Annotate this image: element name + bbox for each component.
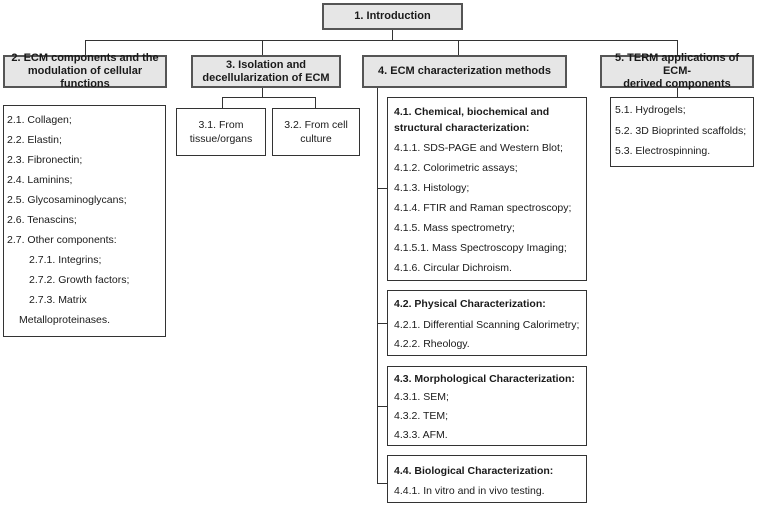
list-item: 5.1. Hydrogels; <box>615 104 686 116</box>
section3-header: 3. Isolation and decellularization of EC… <box>191 55 341 88</box>
connector-s4-g1 <box>377 188 387 189</box>
connector-s3-horizontal <box>222 97 315 98</box>
connector-top-horizontal <box>85 40 677 41</box>
list-item: 2.7.1. Integrins; <box>29 254 102 266</box>
section4-group2-box: 4.2. Physical Characterization: 4.2.1. D… <box>387 290 587 356</box>
list-item: 5.2. 3D Bioprinted scaffolds; <box>615 125 747 137</box>
list-item: 4.4.1. In vitro and in vivo testing. <box>394 485 545 497</box>
connector-s5-down <box>677 87 678 97</box>
connector-s3-child2 <box>315 97 316 108</box>
connector-to-section3 <box>262 40 263 55</box>
connector-s4-g2 <box>377 323 387 324</box>
list-item: Metalloproteinases. <box>19 314 111 326</box>
connector-to-section2 <box>85 40 86 55</box>
section5-title-line2: derived components <box>623 78 731 90</box>
connector-s4-g3 <box>377 406 387 407</box>
list-item: 4.1.2. Colorimetric assays; <box>394 162 518 174</box>
section3-child-cell-culture: 3.2. From cell culture <box>272 108 360 156</box>
list-item: 2.7.3. Matrix <box>29 294 87 306</box>
list-item: 4.3.1. SEM; <box>394 391 449 403</box>
list-item: 4.1.5.1. Mass Spectroscopy Imaging; <box>394 242 567 254</box>
list-item: 2.1. Collagen; <box>7 114 72 126</box>
group4-title: 4.4. Biological Characterization: <box>394 465 554 477</box>
list-item: 4.2.1. Differential Scanning Calorimetry… <box>394 319 580 331</box>
section5-list-box: 5.1. Hydrogels; 5.2. 3D Bioprinted scaff… <box>610 97 754 167</box>
connector-to-section5 <box>677 40 678 55</box>
section4-header: 4. ECM characterization methods <box>362 55 567 88</box>
section5-title-line1: 5. TERM applications of ECM- <box>614 52 740 77</box>
connector-s4-spine <box>377 87 378 483</box>
connector-root-down <box>392 29 393 41</box>
list-item: 4.1.1. SDS-PAGE and Western Blot; <box>394 142 563 154</box>
root-node-introduction: 1. Introduction <box>322 3 463 30</box>
list-item: 4.1.3. Histology; <box>394 182 470 194</box>
group1-title-line1: 4.1. Chemical, biochemical and <box>394 106 550 118</box>
section4-group1-box: 4.1. Chemical, biochemical and structura… <box>387 97 587 281</box>
section3-child2-line1: 3.2. From cell <box>284 119 348 131</box>
list-item: 4.3.2. TEM; <box>394 410 449 422</box>
section3-child1-line2: tissue/organs <box>189 133 253 145</box>
section3-child-tissue: 3.1. From tissue/organs <box>176 108 266 156</box>
list-item: 4.1.6. Circular Dichroism. <box>394 262 512 274</box>
group1-title-line2: structural characterization: <box>394 122 530 134</box>
list-item: 5.3. Electrospinning. <box>615 145 711 157</box>
connector-s3-child1 <box>222 97 223 108</box>
connector-s4-g4 <box>377 483 387 484</box>
section2-title-line2: modulation of cellular functions <box>27 65 143 90</box>
root-label: 1. Introduction <box>354 10 431 22</box>
list-item: 2.4. Laminins; <box>7 174 73 186</box>
section2-header: 2. ECM components and the modulation of … <box>3 52 167 90</box>
section3-title-line1: 3. Isolation and <box>225 58 307 71</box>
list-item: 4.3.3. AFM. <box>394 429 448 441</box>
section3-child2-line2: culture <box>300 133 332 145</box>
section2-list-box: 2.1. Collagen; 2.2. Elastin; 2.3. Fibron… <box>3 105 166 337</box>
section2-title-line1: 2. ECM components and the <box>11 52 159 64</box>
connector-s3-down <box>262 87 263 97</box>
section5-header: 5. TERM applications of ECM- derived com… <box>600 52 754 90</box>
section4-group4-box: 4.4. Biological Characterization: 4.4.1.… <box>387 455 587 503</box>
list-item: 2.3. Fibronectin; <box>7 154 83 166</box>
section4-group3-box: 4.3. Morphological Characterization: 4.3… <box>387 366 587 446</box>
list-item: 2.2. Elastin; <box>7 134 62 146</box>
list-item: 4.2.2. Rheology. <box>394 338 470 350</box>
group3-title: 4.3. Morphological Characterization: <box>394 373 575 385</box>
group2-title: 4.2. Physical Characterization: <box>394 298 546 310</box>
list-item: 4.1.4. FTIR and Raman spectroscopy; <box>394 202 572 214</box>
list-item: 2.7.2. Growth factors; <box>29 274 130 286</box>
connector-to-section4 <box>458 40 459 55</box>
list-item: 4.1.5. Mass spectrometry; <box>394 222 515 234</box>
list-item: 2.7. Other components: <box>7 234 117 246</box>
section3-title-line2: decellularization of ECM <box>202 71 330 84</box>
list-item: 2.6. Tenascins; <box>7 214 77 226</box>
section4-title: 4. ECM characterization methods <box>378 65 551 77</box>
section3-child1-line1: 3.1. From <box>198 119 244 131</box>
list-item: 2.5. Glycosaminoglycans; <box>7 194 127 206</box>
